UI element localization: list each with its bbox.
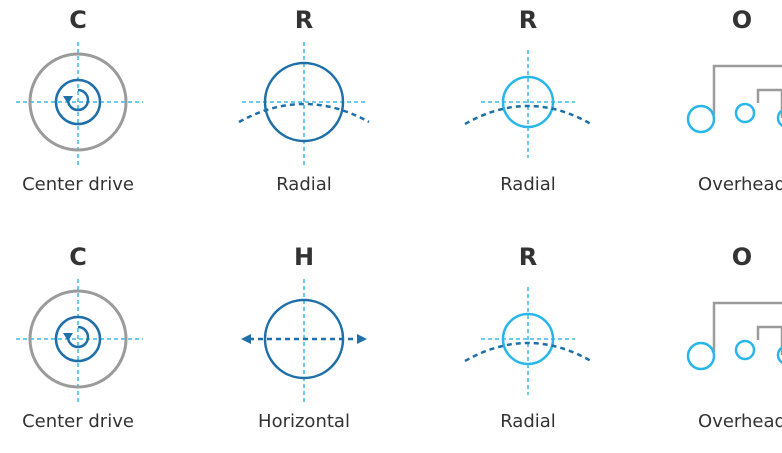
cell-center-drive-1: C Center drive xyxy=(0,6,163,216)
cell-radial-dark: R Radial xyxy=(219,6,389,216)
diagram-label: Overhead xyxy=(698,411,782,432)
cell-horizontal: H Horizontal xyxy=(219,243,389,453)
diagram-letter: O xyxy=(731,243,753,271)
diagram-label: Radial xyxy=(276,174,332,195)
radial-light-icon xyxy=(464,287,592,395)
diagram-letter: C xyxy=(69,6,87,34)
diagram-letter: R xyxy=(518,243,538,271)
radial-light-icon xyxy=(464,50,592,158)
overhead-icon xyxy=(686,301,782,371)
diagram-label: Radial xyxy=(500,411,556,432)
cell-radial-light-2: R Radial xyxy=(443,243,613,453)
diagram-label: Radial xyxy=(500,174,556,195)
diagram-letter: R xyxy=(294,6,314,34)
horizontal-icon xyxy=(241,279,367,403)
diagram-letter: C xyxy=(69,243,87,271)
diagram-label: Center drive xyxy=(22,411,134,432)
radial-dark-icon xyxy=(238,42,370,166)
diagram-letter: O xyxy=(731,6,753,34)
center-drive-icon xyxy=(16,279,143,403)
cell-overhead-2: O Overhead xyxy=(657,243,782,453)
diagram-label: Overhead xyxy=(698,174,782,195)
diagram-label: Center drive xyxy=(22,174,134,195)
cell-overhead-1: O Overhead xyxy=(657,6,782,216)
diagram-label: Horizontal xyxy=(258,411,350,432)
cell-radial-light-1: R Radial xyxy=(443,6,613,216)
overhead-icon xyxy=(686,64,782,134)
cell-center-drive-2: C Center drive xyxy=(0,243,163,453)
diagram-letter: R xyxy=(518,6,538,34)
center-drive-icon xyxy=(16,42,143,166)
diagram-letter: H xyxy=(293,243,315,271)
